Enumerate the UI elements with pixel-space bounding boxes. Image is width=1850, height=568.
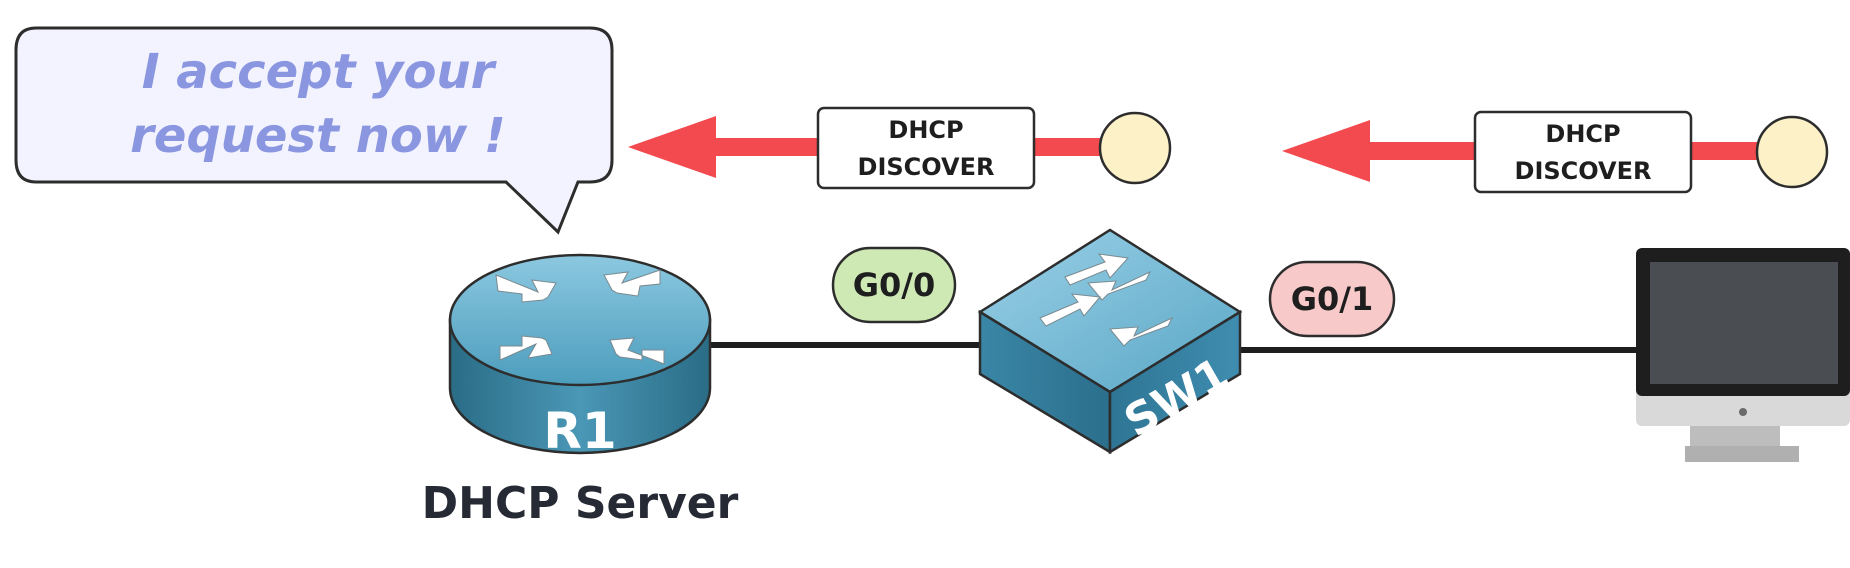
message-right-line-1: DHCP [1545, 120, 1620, 148]
message-flow-left: DHCP DISCOVER [628, 106, 1172, 190]
pc-monitor-icon [1636, 248, 1850, 462]
interface-label-g0-1: G0/1 [1291, 280, 1373, 318]
interface-label-g0-0: G0/0 [853, 266, 935, 304]
router-label: R1 [543, 402, 616, 460]
interface-badge-g0-0: G0/0 [831, 246, 957, 324]
message-left-line-2: DISCOVER [858, 153, 995, 181]
message-right-line-2: DISCOVER [1515, 157, 1652, 185]
speech-bubble-line-2: request now ! [130, 108, 506, 164]
router-r1: R1 [448, 253, 712, 460]
message-left-line-1: DHCP [888, 116, 963, 144]
router-role-label: DHCP Server [422, 478, 739, 529]
switch-arrows-icon [1039, 253, 1174, 347]
arrow-head-right [1282, 120, 1370, 182]
router-arrows-icon [495, 269, 665, 365]
speech-bubble: I accept your request now ! [14, 26, 614, 235]
packet-dot-right [1755, 115, 1829, 189]
message-box-right [1473, 110, 1693, 194]
arrow-head-left [628, 116, 716, 178]
interface-badge-g0-1: G0/1 [1268, 260, 1396, 338]
switch-sw1: SW1 [977, 228, 1243, 455]
message-flow-right: DHCP DISCOVER [1282, 110, 1829, 194]
speech-bubble-line-1: I accept your [142, 44, 498, 100]
message-box-left [816, 106, 1036, 190]
packet-dot-left [1098, 111, 1172, 185]
